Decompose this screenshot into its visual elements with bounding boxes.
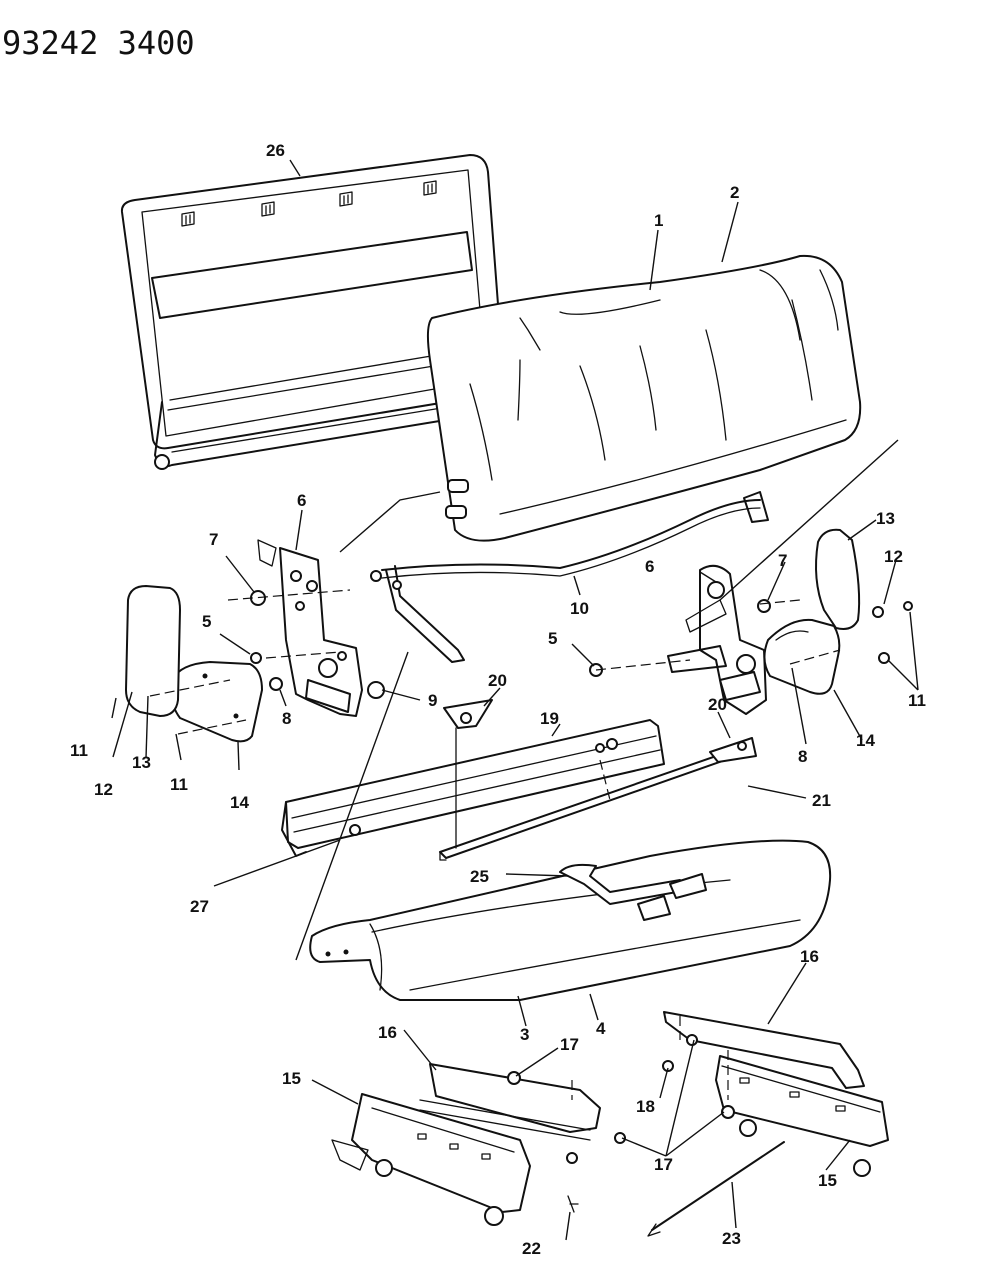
callout-13-left: 13	[132, 753, 151, 772]
left-side-shield	[125, 585, 181, 717]
callout-15-left: 15	[282, 1069, 301, 1088]
callout-19: 19	[540, 709, 559, 728]
callout-16-right: 16	[800, 947, 819, 966]
left-hinge-cover	[170, 661, 263, 743]
right-seat-riser	[647, 1011, 889, 1237]
callout-3: 3	[520, 1025, 529, 1044]
callout-8-left: 8	[282, 709, 291, 728]
seat-cushion	[309, 839, 832, 1001]
callout-20-left: 20	[488, 671, 507, 690]
back-frame-rod	[370, 491, 769, 663]
callout-13-right: 13	[876, 509, 895, 528]
right-side-shield	[815, 528, 913, 664]
callout-22: 22	[522, 1239, 541, 1258]
callout-25: 25	[470, 867, 489, 886]
callout-7-right: 7	[778, 551, 787, 570]
callout-23: 23	[722, 1229, 741, 1248]
alignment-lines	[149, 439, 899, 1100]
callout-26: 26	[266, 141, 285, 160]
seat-clip-right	[709, 737, 757, 763]
right-hinge-bracket	[589, 564, 799, 715]
callout-14-left: 14	[230, 793, 249, 812]
callout-16-left: 16	[378, 1023, 397, 1042]
callout-20-right: 20	[708, 695, 727, 714]
seat-clip-left	[443, 699, 493, 849]
callout-6-left: 6	[297, 491, 306, 510]
callout-14-right: 14	[856, 731, 875, 750]
callout-5-right: 5	[548, 629, 557, 648]
seat-back-cushion	[426, 254, 862, 542]
callout-18: 18	[636, 1097, 655, 1116]
seat-belt-strap	[559, 863, 707, 921]
left-seat-riser	[331, 1063, 626, 1226]
callout-numbers: 26 1 2 6 7 5 9 8 11 12 13 11 14 10 6 7 1…	[70, 141, 926, 1258]
left-hinge-bracket	[250, 539, 385, 717]
leader-lines	[111, 159, 919, 1241]
callout-5-left: 5	[202, 612, 211, 631]
callout-4: 4	[596, 1019, 606, 1038]
callout-2: 2	[730, 183, 739, 202]
callout-27: 27	[190, 897, 209, 916]
callout-11-left-top: 11	[70, 741, 88, 760]
callout-17-left: 17	[560, 1035, 579, 1054]
right-hinge-cover	[763, 618, 841, 695]
callout-11-right: 11	[908, 691, 926, 710]
callout-11-left-bottom: 11	[170, 775, 188, 794]
callout-10: 10	[570, 599, 589, 618]
callout-12-left: 12	[94, 780, 113, 799]
callout-12-right: 12	[884, 547, 903, 566]
callout-8-right: 8	[798, 747, 807, 766]
callout-1: 1	[654, 211, 663, 230]
callout-6-right: 6	[645, 557, 654, 576]
callout-21: 21	[812, 791, 831, 810]
seat-track-rail	[281, 719, 665, 857]
callout-17-right: 17	[654, 1155, 673, 1174]
callout-15-right: 15	[818, 1171, 837, 1190]
diagram-code: 93242 3400	[2, 24, 195, 62]
callout-7-left: 7	[209, 530, 218, 549]
callout-9: 9	[428, 691, 437, 710]
